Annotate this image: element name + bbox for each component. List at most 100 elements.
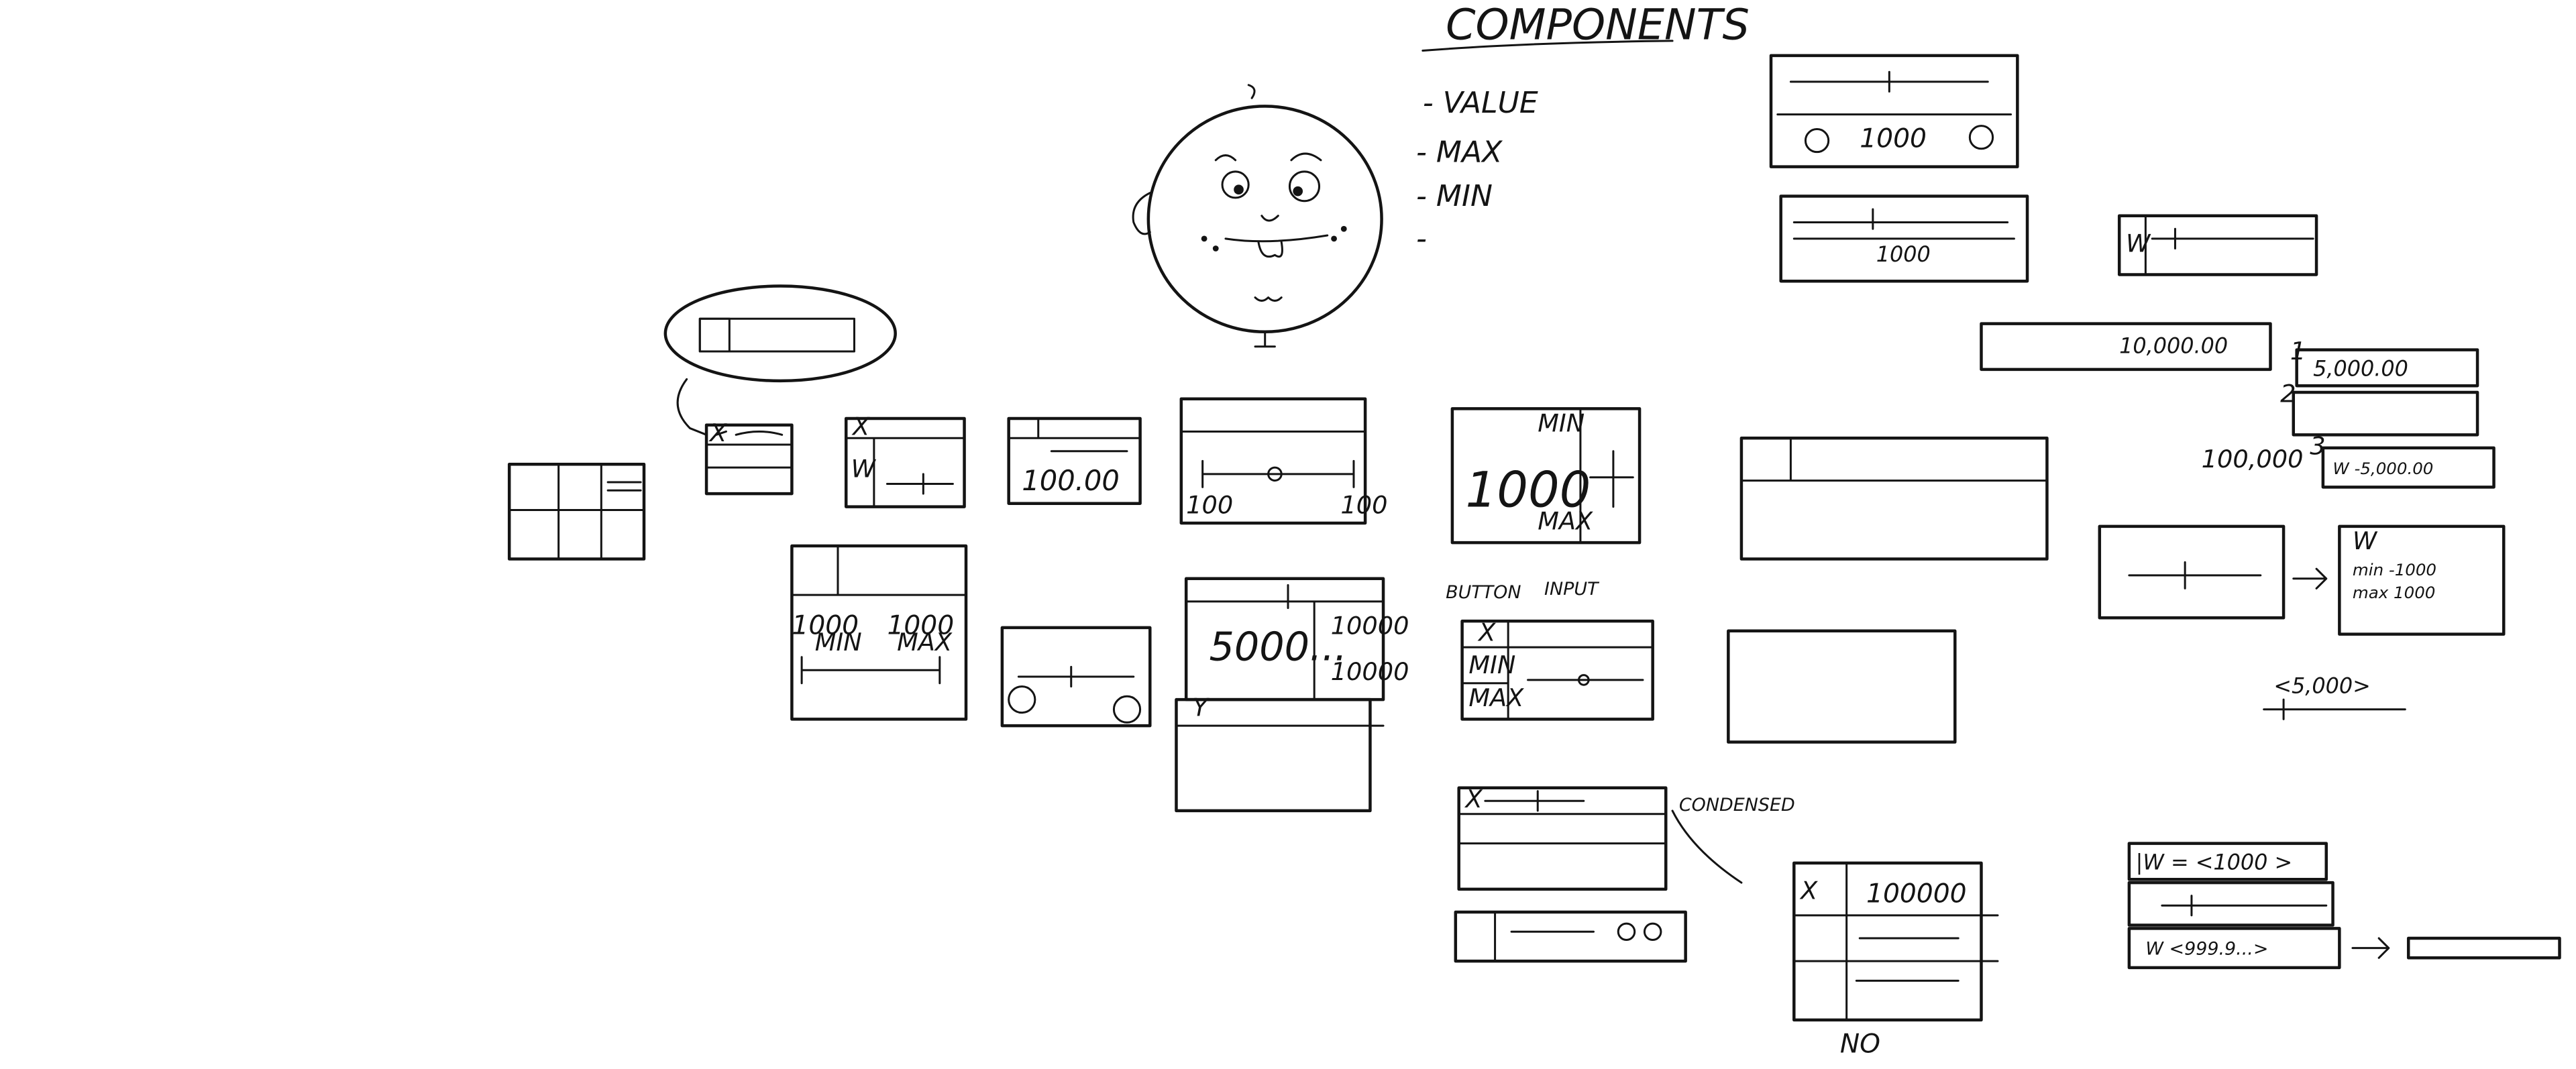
input-value: 10,000.00	[2119, 335, 2228, 359]
big-value: 1000	[1465, 462, 1591, 519]
panel-lines	[792, 546, 966, 683]
panel-max: MAX	[897, 628, 953, 657]
sketch-big-value-panel: 1000 MIN MAX	[1452, 408, 1640, 543]
plus-button	[1970, 126, 1992, 149]
panel-x: X	[1799, 877, 1818, 905]
face-eye-right	[1289, 172, 1319, 201]
panel-frame	[1728, 631, 1955, 742]
popover-max: max 1000	[2353, 583, 2435, 602]
panel-frame	[1181, 399, 1365, 523]
panel-lines	[1176, 585, 1383, 726]
no-label: NO	[1840, 1029, 1880, 1060]
sketch-mini-2: X W	[846, 412, 964, 506]
panel-header	[1741, 438, 2047, 480]
sketch-stepper-top: 1000	[1771, 56, 2017, 167]
mini-value: 100.00	[1022, 464, 1120, 497]
slider-min: 100	[1186, 490, 1233, 519]
panel-frame	[1794, 863, 1981, 1020]
plus-button	[1114, 696, 1140, 722]
input-3	[2323, 448, 2494, 487]
input-frame	[1981, 324, 2270, 370]
panel-min-val: 10000	[1331, 612, 1409, 640]
panel-min: MIN	[1468, 651, 1515, 679]
condensed-arrow	[1672, 811, 1741, 883]
face-tongue	[1258, 242, 1283, 257]
panel-x: X	[1477, 618, 1496, 647]
panel-frame	[1741, 438, 2047, 559]
panel-frame	[1459, 788, 1666, 889]
popover-min: min -1000	[2353, 560, 2436, 579]
face-nose	[1262, 216, 1278, 221]
panel-lines	[2145, 216, 2313, 275]
input-1-value: 5,000.00	[2313, 357, 2408, 382]
panel-frame	[2119, 216, 2316, 275]
bracket-value: <5,000>	[2273, 674, 2370, 698]
sketch-100000-panel: X 100000 NO	[1794, 863, 1998, 1060]
component-item-value: - VALUE	[1423, 86, 1538, 120]
popover-w: W	[2353, 526, 2378, 555]
sketch-empty-panel-1	[1741, 438, 2047, 559]
sketch-mini-3: 100.00	[1009, 418, 1140, 504]
panel-y: Y	[1193, 693, 1210, 722]
condensed-label: CONDENSED	[1679, 795, 1795, 815]
mini-lines	[706, 431, 792, 467]
panel-max: MAX	[1468, 683, 1524, 712]
panel-dividers	[1580, 408, 1633, 543]
slider-track	[1018, 667, 1133, 686]
mini-frame	[706, 425, 792, 494]
minus-button	[1009, 687, 1035, 713]
face-ear-left	[1133, 193, 1150, 234]
panel-lines	[1462, 621, 1653, 719]
slider-thumb	[1269, 467, 1282, 480]
panel-min: MIN	[1538, 409, 1585, 438]
mini-w: W	[851, 455, 877, 484]
grid-outline	[509, 464, 644, 559]
grid-lines	[509, 464, 644, 559]
doodle-face	[1133, 85, 1381, 347]
condensed-bar	[1456, 912, 1686, 961]
row-3-text: W <999.9...>	[2145, 938, 2268, 959]
sketch-grid-layout	[509, 464, 644, 559]
panel-frame	[1771, 56, 2017, 167]
bar-w: W	[2126, 229, 2151, 258]
panel-lower	[1176, 699, 1370, 811]
panel-value-1: 1000	[792, 611, 859, 641]
panel-lines	[1794, 209, 2014, 239]
mini-lines	[846, 438, 964, 506]
panel-frame	[1781, 196, 2027, 281]
slider-thumb	[1578, 675, 1589, 685]
bubble-arrow	[678, 379, 706, 435]
mini-frame	[846, 418, 964, 507]
sketch-w-bar: W	[2119, 216, 2316, 275]
panel-frame	[1002, 628, 1150, 726]
face-freckle	[1201, 235, 1208, 242]
components-title: COMPONENTS	[1446, 0, 1750, 49]
mini-x: X	[851, 412, 870, 441]
panel-max: MAX	[1538, 507, 1593, 536]
bar-value: 1000	[1876, 243, 1931, 267]
panel-value: 100000	[1866, 879, 1967, 909]
sketch-text-input-list: 1 5,000.00 2 100,000 3 W -5,000.00	[2202, 337, 2494, 487]
face-chin	[1255, 298, 1281, 301]
source-lines	[2129, 562, 2261, 588]
panel-lines	[1778, 72, 2011, 114]
face-neck	[1255, 332, 1275, 347]
sketch-w-stack: |W = <1000 > W <999.9...>	[2129, 844, 2560, 968]
sketch-text-input-10000: 10,000.00	[1981, 324, 2270, 370]
panel-lines	[1459, 791, 1666, 844]
row-3	[2129, 928, 2339, 967]
slider-max: 100	[1340, 490, 1387, 519]
sketch-button-input-panel: BUTTON INPUT X MIN MAX	[1446, 579, 1653, 719]
face-mouth	[1226, 235, 1328, 241]
callout-bubble	[665, 286, 896, 435]
panel-value: 5000...	[1209, 624, 1347, 670]
input-3-value: W -5,000.00	[2333, 459, 2434, 478]
bubble-inner-button	[700, 319, 729, 351]
mini-x: X	[708, 418, 727, 447]
row-1-text: |W = <1000 >	[2136, 851, 2293, 875]
title-underline	[1423, 41, 1672, 51]
button-label: BUTTON	[1446, 582, 1521, 603]
bracket-line	[2264, 699, 2406, 719]
panel-lines	[1794, 863, 1998, 1020]
